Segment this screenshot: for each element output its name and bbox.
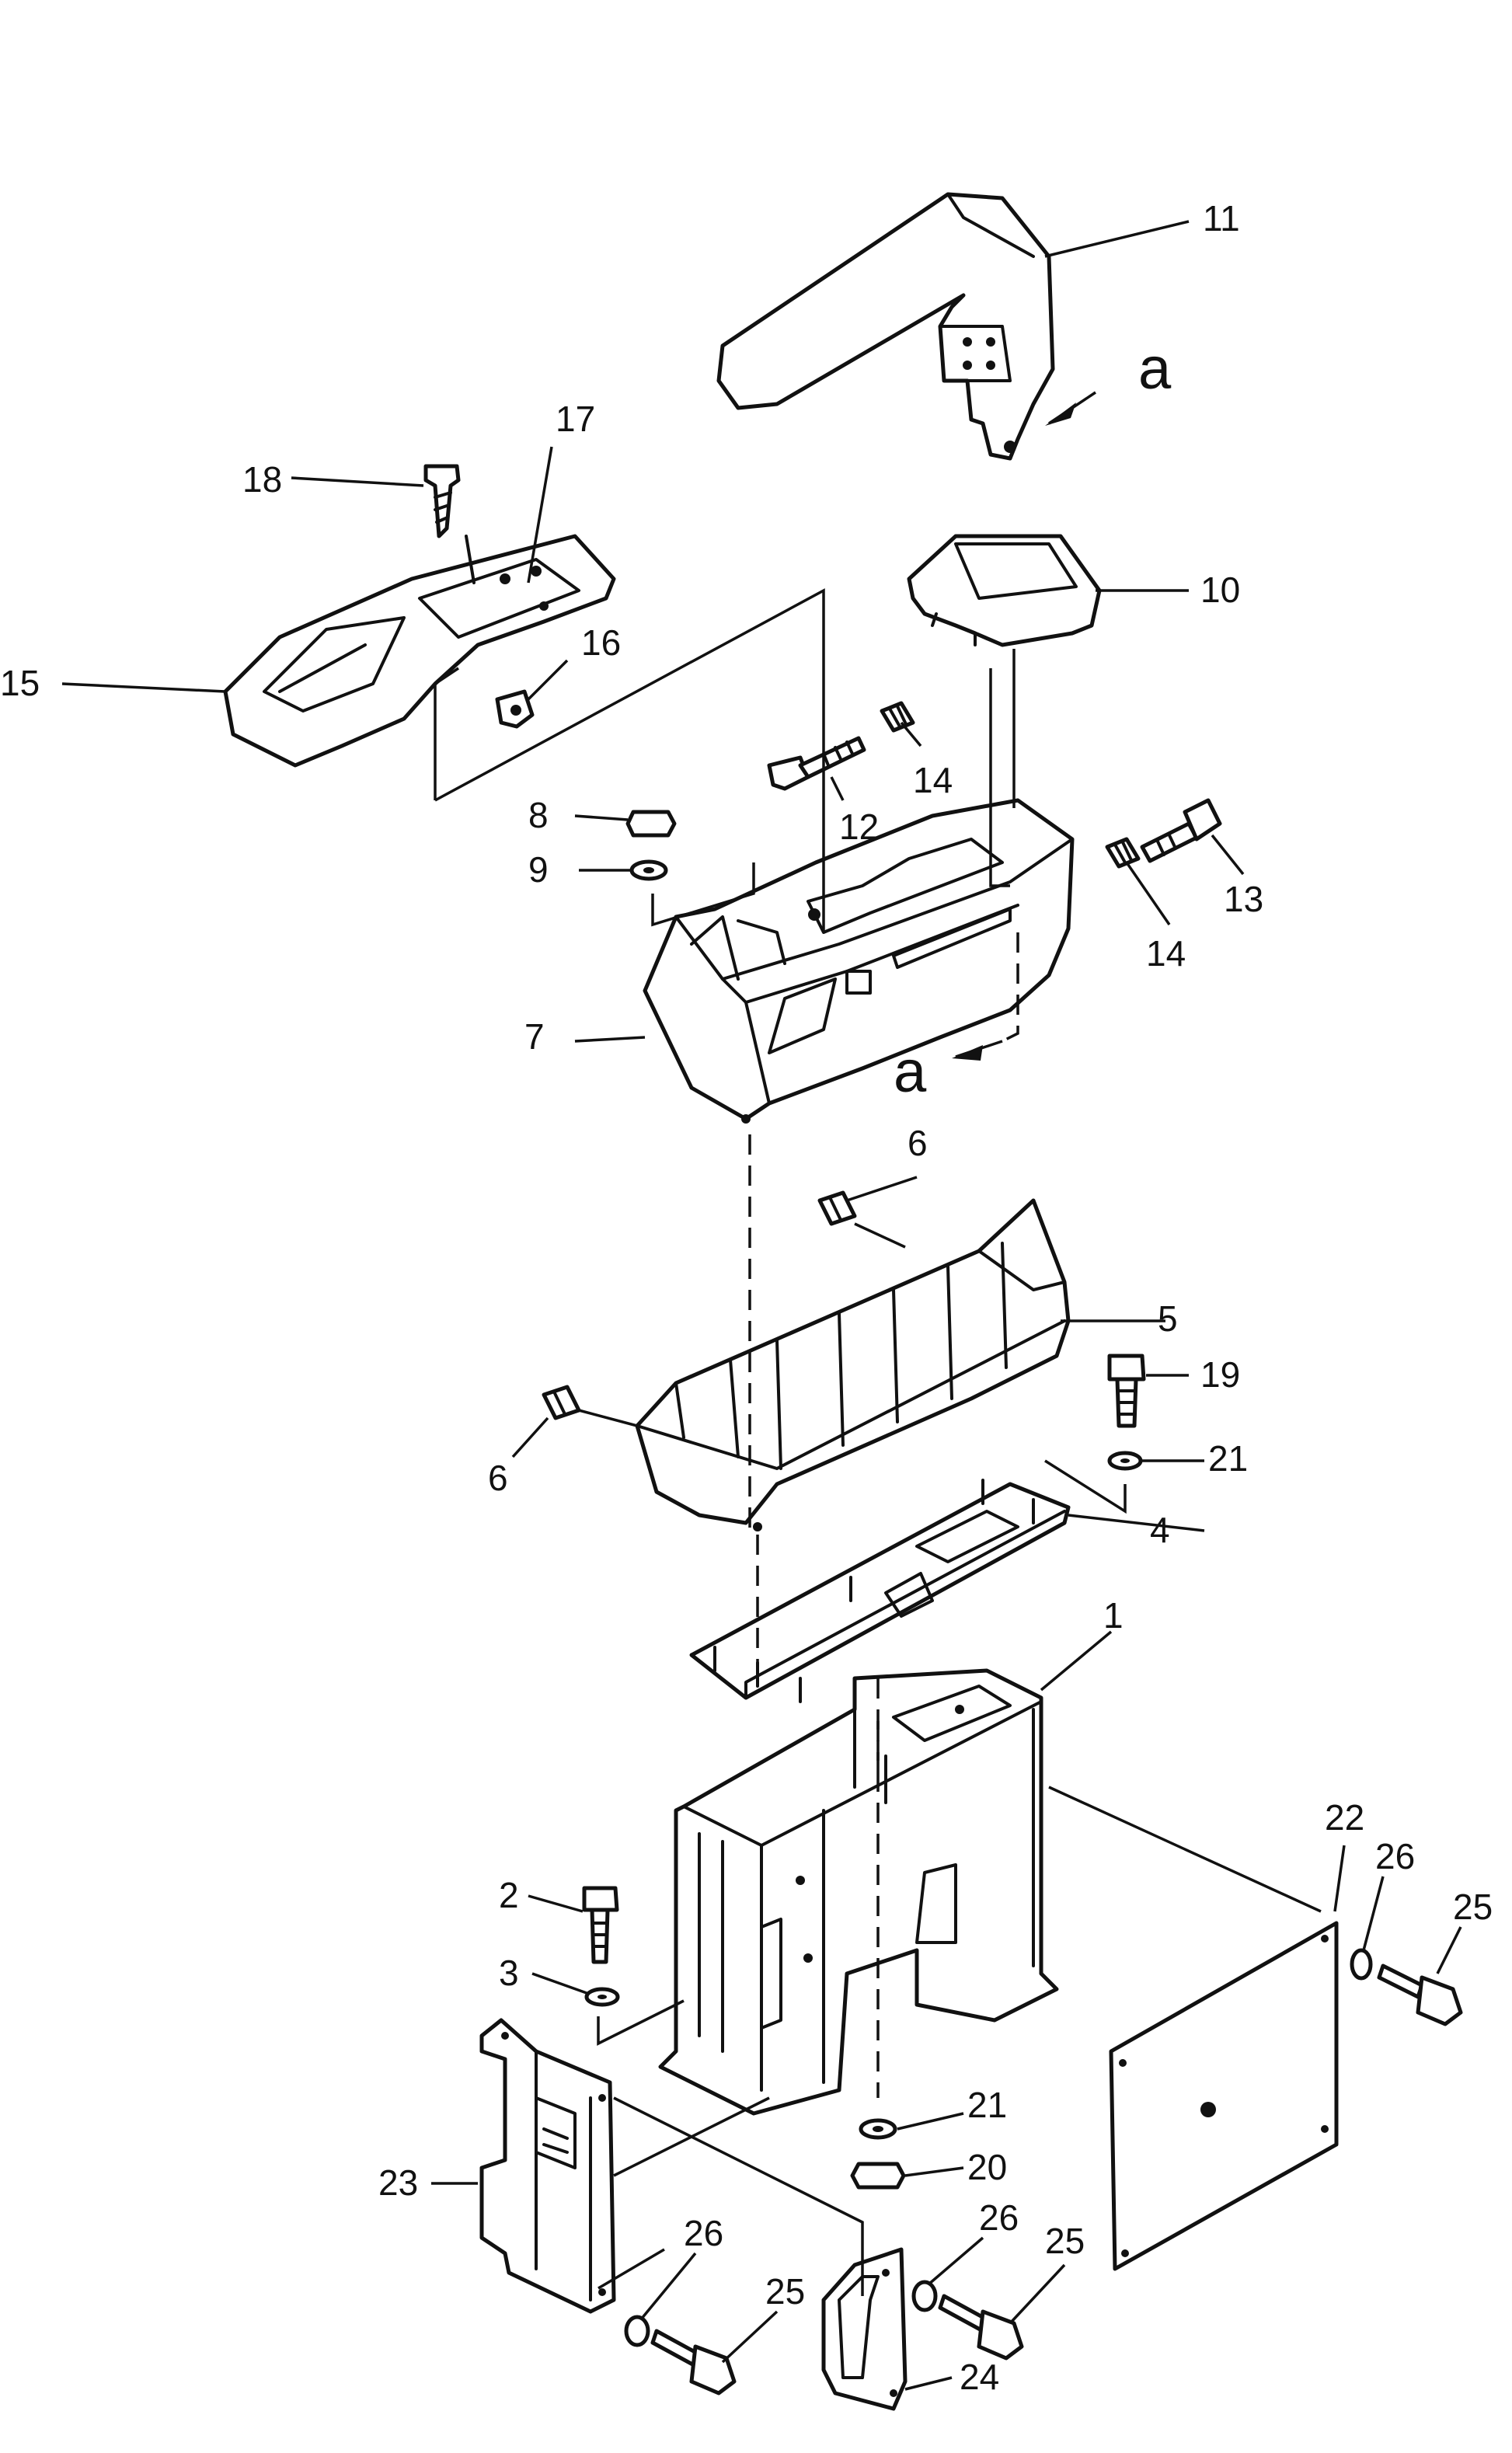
callout-8: 8: [528, 795, 549, 835]
callout-14-upper: 14: [913, 760, 953, 800]
callout-17: 17: [556, 399, 595, 439]
part-20-nut: [850, 2162, 906, 2190]
callout-24: 24: [960, 2357, 999, 2397]
leader-lines: [61, 220, 1462, 2391]
callout-1: 1: [1103, 1595, 1124, 1636]
part-19-bolt: [1107, 1354, 1146, 1428]
part-14-bushing-upper: [880, 701, 915, 733]
part-21-washer-lower: [859, 2118, 897, 2140]
callout-15: 15: [0, 663, 40, 703]
part-21-washer-upper: [1107, 1451, 1143, 1471]
part-22-side-panel: [1109, 1921, 1339, 2271]
callout-19: 19: [1200, 1354, 1240, 1395]
part-15-top-cover: [223, 534, 616, 768]
part-26-washer-lower-left: [624, 2315, 650, 2347]
part-16-clip: [495, 689, 535, 729]
callout-6-lower: 6: [488, 1458, 508, 1498]
callout-4: 4: [1150, 1510, 1170, 1550]
callout-21-upper: 21: [1208, 1438, 1248, 1479]
part-26-washer-lower-right: [911, 2280, 938, 2312]
part-13-bolt: [1140, 798, 1222, 863]
part-5-lower-case: [635, 1198, 1071, 1531]
callout-9: 9: [528, 849, 549, 890]
part-10-small-cover: [907, 534, 1102, 647]
callout-20: 20: [967, 2147, 1007, 2187]
part-6-bushing-lower: [542, 1385, 581, 1420]
part-25-bolt-lower-left: [650, 2329, 737, 2396]
callout-16: 16: [581, 622, 621, 663]
assembly-lines: [434, 588, 1322, 2296]
callout-22: 22: [1325, 1797, 1364, 1838]
callout-a-lower: a: [894, 1039, 927, 1105]
callout-26-right: 26: [1375, 1836, 1415, 1876]
callout-23: 23: [378, 2162, 418, 2203]
callout-21-lower: 21: [967, 2085, 1007, 2125]
callout-labels: 11 a 17 18 10 16 15 14 12 8 9 13 14 7 a …: [0, 198, 1493, 2397]
part-1-frame: [658, 1668, 1059, 2116]
part-8-nut: [625, 810, 677, 838]
part-2-bolt: [582, 1886, 619, 1964]
part-9-washer: [629, 859, 668, 881]
view-arrow-upper: [1045, 391, 1096, 426]
callout-3: 3: [499, 1953, 519, 1993]
callout-18: 18: [242, 459, 282, 500]
callout-13: 13: [1224, 879, 1263, 919]
callout-7: 7: [524, 1016, 545, 1057]
part-3-washer: [584, 1987, 620, 2007]
part-14-bushing-lower: [1105, 837, 1141, 869]
part-24-small-bracket: [821, 2247, 908, 2411]
callout-14-lower: 14: [1146, 933, 1186, 974]
callout-25-lower-right: 25: [1045, 2221, 1085, 2261]
part-25-bolt-lower-right: [938, 2294, 1024, 2361]
view-arrow-lower: [952, 1040, 1003, 1061]
callout-6-upper: 6: [908, 1123, 928, 1163]
callout-2: 2: [499, 1875, 519, 1915]
callout-26-lower-left: 26: [684, 2213, 723, 2253]
callout-10: 10: [1200, 570, 1240, 610]
part-18-screw: [423, 464, 461, 538]
part-23-left-bracket: [479, 2018, 616, 2314]
callout-5: 5: [1158, 1298, 1178, 1339]
part-6-bushing-upper: [817, 1190, 857, 1226]
part-4-base-plate: [689, 1479, 1071, 1703]
callout-11: 11: [1203, 198, 1240, 239]
part-7-console-body: [643, 798, 1075, 1124]
part-12-bolt: [767, 736, 866, 791]
part-26-washer-right: [1350, 1948, 1373, 1981]
callout-12: 12: [839, 807, 879, 847]
callout-25-right: 25: [1453, 1887, 1493, 1927]
callout-26-lower-right: 26: [979, 2197, 1019, 2238]
part-11-armrest: [716, 192, 1055, 461]
part-25-bolt-right: [1377, 1963, 1463, 2026]
callout-25-lower-left: 25: [765, 2271, 805, 2312]
callout-a-upper: a: [1138, 336, 1172, 402]
